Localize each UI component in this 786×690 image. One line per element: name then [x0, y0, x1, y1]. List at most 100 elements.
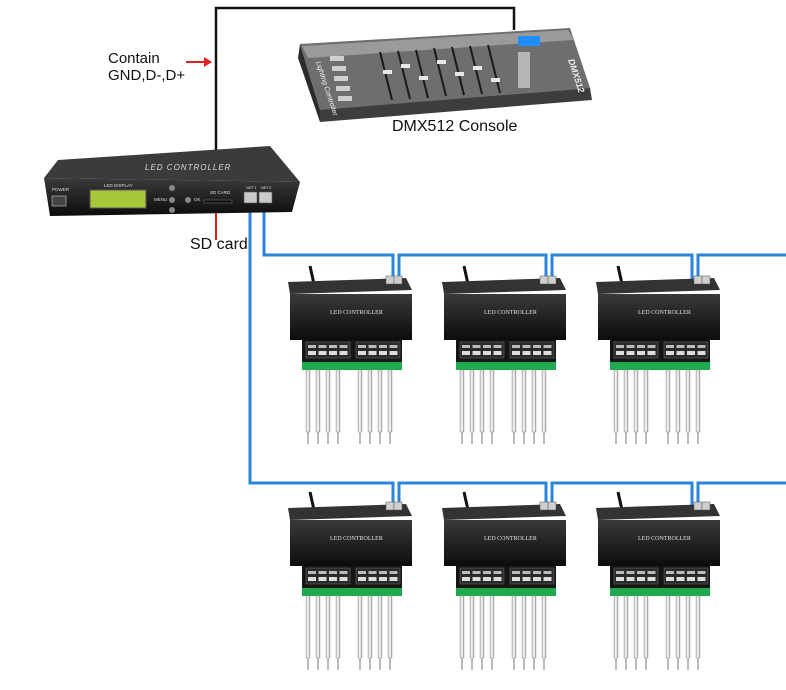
output-wire	[613, 595, 619, 659]
output-wire	[675, 369, 681, 433]
output-wire	[623, 595, 629, 659]
rj45-port	[547, 275, 557, 285]
output-wire	[387, 369, 393, 433]
output-wire	[459, 369, 465, 433]
lcd-display	[89, 189, 147, 209]
output-wire	[511, 369, 517, 433]
output-wire	[479, 369, 485, 433]
rj45-port	[701, 501, 711, 511]
slave-controller-title: LED CONTROLLER	[330, 536, 383, 542]
dmx-cable	[214, 6, 516, 150]
terminal-block	[302, 362, 402, 370]
output-wire	[685, 369, 691, 433]
master-controller-title: LED CONTROLLER	[145, 163, 231, 172]
output-wire	[325, 595, 331, 659]
net2-label: NET2	[261, 185, 272, 190]
sd-slot-label: SD CARD	[210, 190, 231, 195]
output-wire	[377, 595, 383, 659]
output-wire	[633, 369, 639, 433]
rj45-port	[393, 275, 403, 285]
gnd-arrow	[186, 57, 212, 67]
output-wire	[643, 369, 649, 433]
slave-controller-title: LED CONTROLLER	[484, 536, 537, 542]
rj45-port	[539, 275, 549, 285]
output-wire	[613, 369, 619, 433]
menu-label: MENU	[154, 197, 167, 202]
output-wire	[335, 369, 341, 433]
slave-led-controller: LED CONTROLLER	[442, 491, 566, 670]
output-wire	[357, 595, 363, 659]
power-label: POWER	[52, 187, 70, 192]
rj45-port	[539, 501, 549, 511]
output-wire	[469, 595, 475, 659]
output-wire	[665, 595, 671, 659]
output-wire	[643, 595, 649, 659]
sd-card-label: SD card	[190, 236, 248, 253]
rj45-port	[693, 501, 703, 511]
output-wire	[305, 595, 311, 659]
ethernet-cables	[248, 200, 786, 510]
slave-led-controller: LED CONTROLLER	[596, 265, 720, 444]
output-wire	[531, 369, 537, 433]
output-wire	[521, 369, 527, 433]
slave-led-controller: LED CONTROLLER	[442, 265, 566, 444]
output-wire	[665, 369, 671, 433]
output-wire	[315, 369, 321, 433]
output-wire	[459, 595, 465, 659]
terminal-block	[610, 588, 710, 596]
rj45-port	[385, 501, 395, 511]
output-wire	[357, 369, 363, 433]
rj45-port	[693, 275, 703, 285]
output-wire	[305, 369, 311, 433]
net2-port	[258, 191, 273, 204]
terminal-block	[456, 362, 556, 370]
slave-controller-title: LED CONTROLLER	[638, 536, 691, 542]
output-wire	[325, 369, 331, 433]
output-wire	[489, 369, 495, 433]
output-wire	[541, 595, 547, 659]
gnd-annotation-line1: Contain	[108, 50, 160, 67]
rj45-port	[385, 275, 395, 285]
slave-led-controller: LED CONTROLLER	[596, 491, 720, 670]
rj45-port	[547, 501, 557, 511]
output-wire	[367, 595, 373, 659]
dmx512-console: DMX512 Lighting Controller	[298, 28, 592, 122]
output-wire	[521, 595, 527, 659]
ok-label: OK	[194, 197, 201, 202]
output-wire	[511, 595, 517, 659]
rj45-port	[393, 501, 403, 511]
output-wire	[377, 369, 383, 433]
output-wire	[623, 369, 629, 433]
output-wire	[531, 595, 537, 659]
terminal-block	[302, 588, 402, 596]
output-wire	[335, 595, 341, 659]
output-wire	[387, 595, 393, 659]
output-wire	[489, 595, 495, 659]
output-wire	[633, 595, 639, 659]
output-wire	[695, 369, 701, 433]
slave-led-controller: LED CONTROLLER	[288, 265, 412, 444]
terminal-block	[610, 362, 710, 370]
slave-controller-title: LED CONTROLLER	[330, 310, 383, 316]
net1-port	[243, 191, 258, 204]
sd-card-slot	[203, 199, 233, 204]
output-wire	[541, 369, 547, 433]
dmx-console-label: DMX512 Console	[392, 118, 518, 135]
output-wire	[695, 595, 701, 659]
terminal-block	[456, 588, 556, 596]
lcd-label: LED DISPLAY	[104, 183, 133, 188]
gnd-annotation: Contain GND,D-,D+	[108, 50, 185, 84]
output-wire	[469, 369, 475, 433]
slave-controller-title: LED CONTROLLER	[638, 310, 691, 316]
slave-led-controller: LED CONTROLLER	[288, 491, 412, 670]
output-wire	[367, 369, 373, 433]
slave-controller-title: LED CONTROLLER	[484, 310, 537, 316]
output-wire	[315, 595, 321, 659]
gnd-annotation-line2: GND,D-,D+	[108, 67, 186, 84]
rj45-port	[701, 275, 711, 285]
master-led-controller: LED CONTROLLER POWER LED DISPLAY MENU OK…	[44, 146, 300, 216]
output-wire	[685, 595, 691, 659]
output-wire	[675, 595, 681, 659]
output-wire	[479, 595, 485, 659]
